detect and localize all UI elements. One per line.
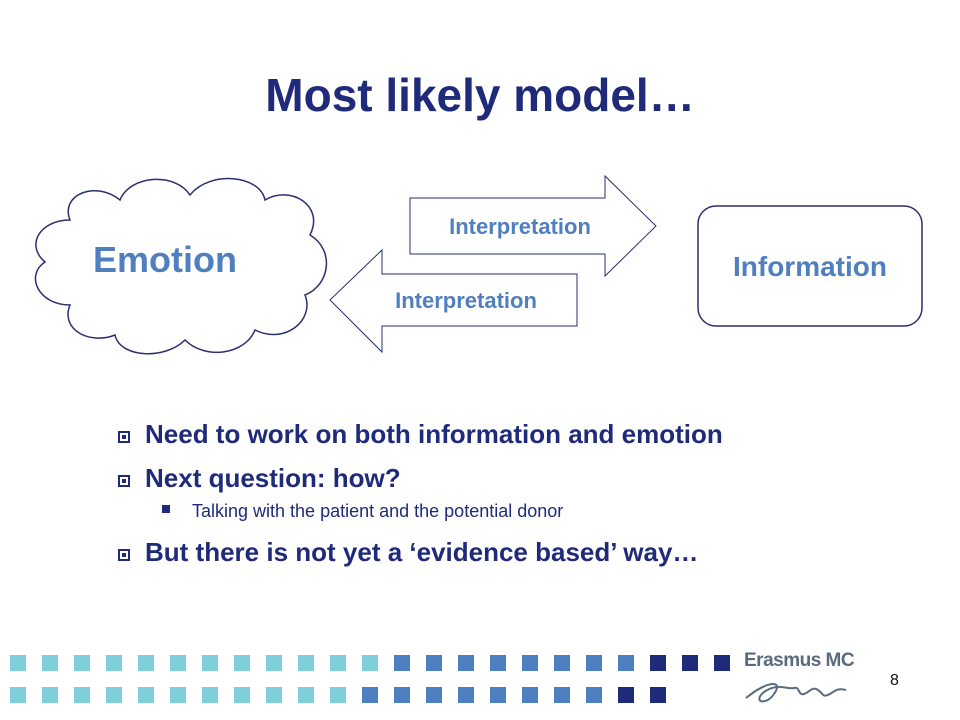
decorative-square [586, 655, 602, 671]
sub-bullet-item: Talking with the patient and the potenti… [118, 500, 918, 522]
decorative-square [298, 655, 314, 671]
decorative-square [266, 687, 282, 703]
arrow-left-label: Interpretation [395, 288, 537, 313]
decorative-square [650, 687, 666, 703]
decorative-square [426, 687, 442, 703]
decorative-square [714, 655, 730, 671]
arrow-right-label: Interpretation [449, 214, 591, 239]
bullet-item: Need to work on both information and emo… [118, 418, 918, 450]
decorative-square [266, 655, 282, 671]
decorative-square [10, 687, 26, 703]
checkbox-bullet-icon [118, 475, 130, 487]
decorative-square [586, 687, 602, 703]
decorative-square [202, 655, 218, 671]
decorative-square [618, 655, 634, 671]
decorative-square [362, 655, 378, 671]
interpretation-arrow-right: Interpretation [409, 174, 657, 278]
decorative-square [202, 687, 218, 703]
square-bullet-icon [162, 505, 170, 513]
decorative-square [458, 655, 474, 671]
sub-bullet-text: Talking with the patient and the potenti… [192, 501, 564, 521]
decorative-square [234, 687, 250, 703]
decorative-square [10, 655, 26, 671]
bullet-list: Need to work on both information and emo… [118, 418, 918, 580]
decorative-square [490, 687, 506, 703]
information-label: Information [733, 251, 887, 282]
erasmus-mc-logo: Erasmus MC [738, 650, 868, 710]
checkbox-bullet-icon [118, 431, 130, 443]
slide-title: Most likely model… [265, 69, 695, 121]
decorative-square [554, 687, 570, 703]
decorative-square [298, 687, 314, 703]
page-number: 8 [890, 672, 899, 689]
decorative-square [42, 655, 58, 671]
emotion-label: Emotion [93, 239, 237, 280]
decorative-square [362, 687, 378, 703]
bullet-text: But there is not yet a ‘evidence based’ … [145, 537, 699, 567]
checkbox-bullet-icon [118, 549, 130, 561]
decorative-square [42, 687, 58, 703]
decorative-square [490, 655, 506, 671]
decorative-square [74, 687, 90, 703]
decorative-square [330, 687, 346, 703]
interpretation-arrow-left: Interpretation [329, 248, 578, 354]
decorative-square [394, 655, 410, 671]
decorative-square [426, 655, 442, 671]
decorative-square [522, 655, 538, 671]
information-box: Information [697, 205, 923, 327]
decorative-square [330, 655, 346, 671]
bullet-item: But there is not yet a ‘evidence based’ … [118, 536, 918, 568]
logo-text: Erasmus MC [744, 650, 855, 671]
bullet-item: Next question: how? [118, 462, 918, 494]
decorative-square [106, 687, 122, 703]
decorative-square [394, 687, 410, 703]
decorative-square [554, 655, 570, 671]
decorative-square [74, 655, 90, 671]
decorative-square [650, 655, 666, 671]
decorative-square [234, 655, 250, 671]
decorative-square [618, 687, 634, 703]
signature-icon [745, 683, 847, 703]
emotion-cloud: Emotion [34, 177, 327, 355]
bullet-text: Next question: how? [145, 463, 401, 493]
decorative-square [170, 655, 186, 671]
decorative-square [138, 655, 154, 671]
decorative-square [170, 687, 186, 703]
bullet-text: Need to work on both information and emo… [145, 419, 723, 449]
decorative-square [138, 687, 154, 703]
decorative-square [458, 687, 474, 703]
decorative-square [682, 655, 698, 671]
decorative-square [106, 655, 122, 671]
decorative-square [522, 687, 538, 703]
